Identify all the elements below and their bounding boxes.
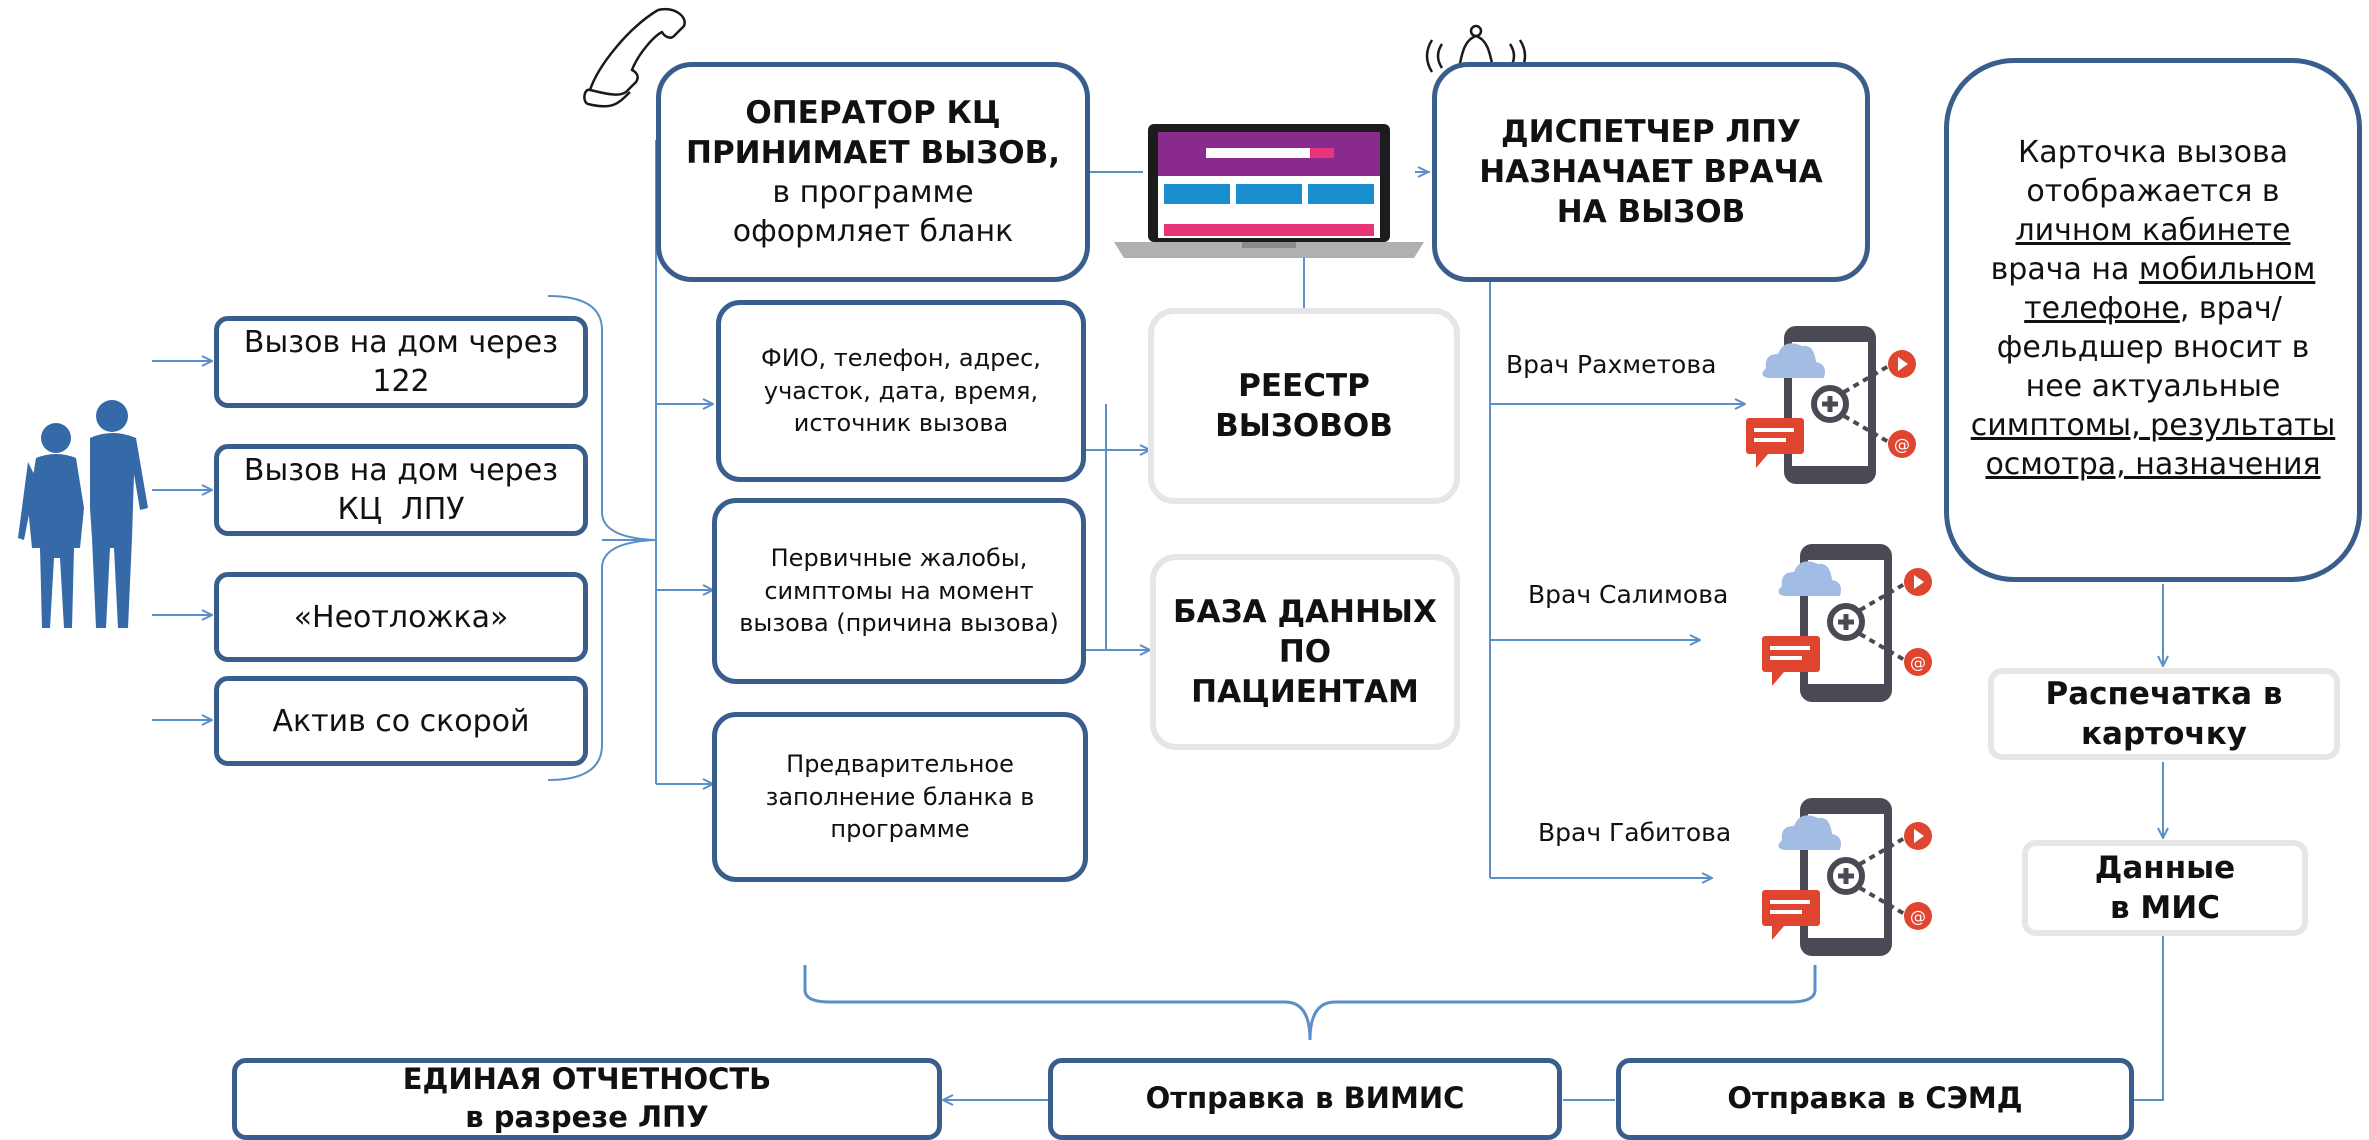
field-prefill-label: Предварительное заполнение бланка в прог… xyxy=(765,750,1035,844)
mis-label-line2: в МИС xyxy=(2110,890,2220,926)
printout-label: Распечатка в карточку xyxy=(2045,675,2283,752)
doctor-label: Врач Рахметова xyxy=(1506,350,1717,379)
smartphone-icon: @ xyxy=(1762,544,1932,702)
card-text-personal-account: личном кабинете xyxy=(2015,213,2291,248)
smartphone-icon: @ xyxy=(1762,798,1932,956)
call-card-text: Карточка вызова отображается в личном ка… xyxy=(1968,133,2338,484)
patient-db-label: БАЗА ДАННЫХ ПО ПАЦИЕНТАМ xyxy=(1173,593,1437,711)
svg-text:@: @ xyxy=(1910,907,1926,926)
registry-label: РЕЕСТР ВЫЗОВОВ xyxy=(1215,367,1393,444)
operator-box: ОПЕРАТОР КЦ ПРИНИМАЕТ ВЫЗОВ, в программе… xyxy=(656,62,1090,282)
source-home-kc: Вызов на дом через КЦ ЛПУ xyxy=(214,444,588,536)
field-prefill: Предварительное заполнение бланка в прог… xyxy=(712,712,1088,882)
phone-icon xyxy=(583,7,686,108)
operator-subtitle: в программе оформляет бланк xyxy=(732,175,1014,250)
card-text-1: Карточка вызова отображается в xyxy=(2017,135,2289,209)
svg-text:@: @ xyxy=(1910,653,1926,672)
svg-text:@: @ xyxy=(1894,435,1910,454)
source-active: Актив со скорой xyxy=(214,676,588,766)
source-home-122: Вызов на дом через 122 xyxy=(214,316,588,408)
card-text-mobile-phone: мобильном телефоне xyxy=(2024,252,2316,326)
people-icon xyxy=(18,400,148,628)
dispatcher-box: ДИСПЕТЧЕР ЛПУ НАЗНАЧАЕТ ВРАЧА НА ВЫЗОВ xyxy=(1432,62,1870,282)
registry-box: РЕЕСТР ВЫЗОВОВ xyxy=(1148,308,1460,504)
field-contact-label: ФИО, телефон, адрес, участок, дата, врем… xyxy=(761,344,1041,438)
printout-box: Распечатка в карточку xyxy=(1988,668,2340,760)
doctor-label: Врач Салимова xyxy=(1528,580,1729,609)
smartphone-icon: @ xyxy=(1746,326,1916,484)
source-urgent: «Неотложка» xyxy=(214,572,588,662)
mis-label-line1: Данные xyxy=(2094,849,2236,886)
card-text-3: , врач/фельдшер вносит в нее актуальные xyxy=(1996,291,2310,404)
report-label-line1: ЕДИНАЯ ОТЧЕТНОСТЬ xyxy=(402,1062,772,1097)
call-card-box: Карточка вызова отображается в личном ка… xyxy=(1944,58,2362,582)
operator-title: ОПЕРАТОР КЦ ПРИНИМАЕТ ВЫЗОВ, xyxy=(686,94,1060,171)
semd-label: Отправка в СЭМД xyxy=(1727,1081,2023,1116)
report-label-line2: в разрезе ЛПУ xyxy=(465,1100,709,1134)
report-box: ЕДИНАЯ ОТЧЕТНОСТЬ в разрезе ЛПУ xyxy=(232,1058,942,1140)
card-text-2: врача на xyxy=(1990,252,2139,287)
field-contact: ФИО, телефон, адрес, участок, дата, врем… xyxy=(716,300,1086,482)
card-text-symptoms: симптомы, результаты осмотра, назначения xyxy=(1970,408,2336,482)
vimis-label: Отправка в ВИМИС xyxy=(1145,1081,1465,1116)
laptop-icon xyxy=(1114,124,1424,258)
semd-box: Отправка в СЭМД xyxy=(1616,1058,2134,1140)
vimis-box: Отправка в ВИМИС xyxy=(1048,1058,1562,1140)
source-home-kc-label: Вызов на дом через КЦ ЛПУ xyxy=(243,453,568,527)
dispatcher-label: ДИСПЕТЧЕР ЛПУ НАЗНАЧАЕТ ВРАЧА НА ВЫЗОВ xyxy=(1479,113,1823,231)
source-active-label: Актив со скорой xyxy=(272,703,530,739)
field-complaints-label: Первичные жалобы, симптомы на момент выз… xyxy=(739,544,1059,638)
field-complaints: Первичные жалобы, симптомы на момент выз… xyxy=(712,498,1086,684)
doctor-label: Врач Габитова xyxy=(1538,818,1732,847)
source-urgent-label: «Неотложка» xyxy=(293,599,509,635)
mis-box: Данные в МИС xyxy=(2022,840,2308,936)
patient-db-box: БАЗА ДАННЫХ ПО ПАЦИЕНТАМ xyxy=(1150,554,1460,750)
source-home-122-label: Вызов на дом через 122 xyxy=(243,325,559,399)
